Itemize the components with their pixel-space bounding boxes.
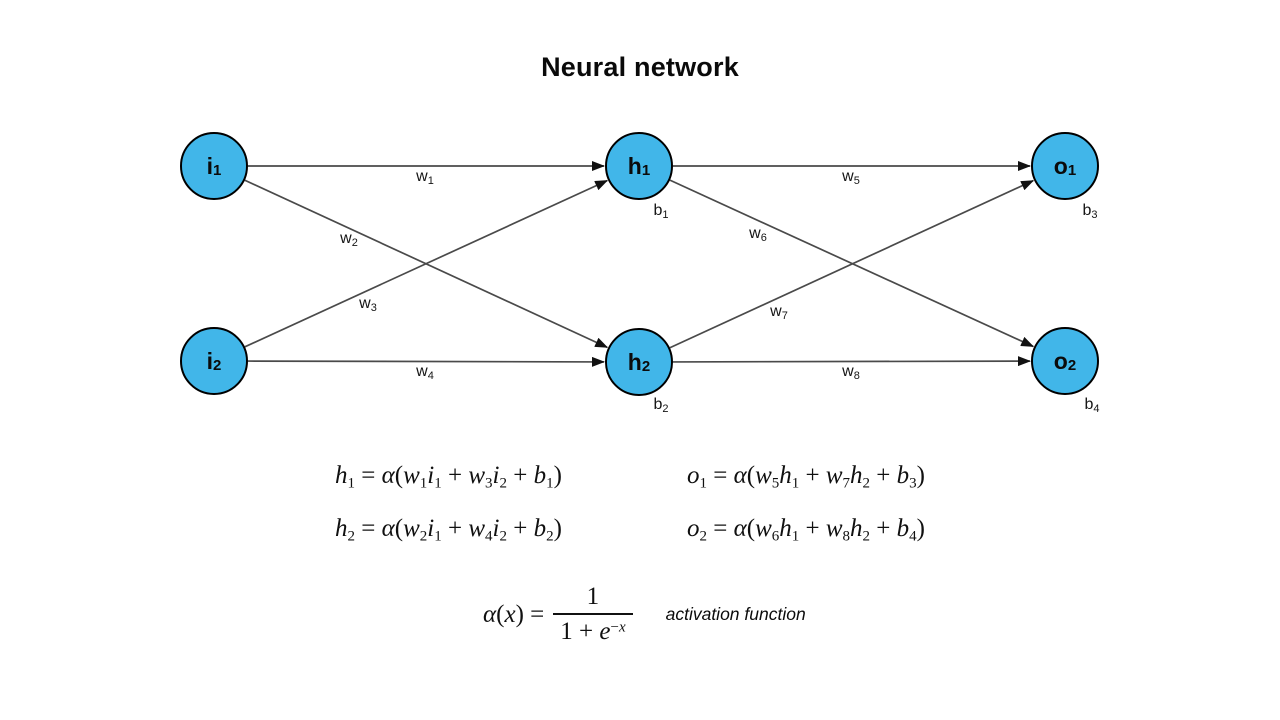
label-main: b (653, 202, 663, 219)
edge-w4 (247, 356, 606, 367)
label-subscript: 5 (853, 175, 860, 187)
label-main: b (1084, 396, 1094, 413)
label-main: w (340, 230, 352, 247)
node-label: h (627, 348, 642, 375)
bias-label-b2: b2 (653, 396, 669, 415)
node-label: i (206, 347, 214, 374)
activation-function-equation: α(x) = 1 1 + e−x activation function (483, 583, 806, 646)
fraction-denominator: 1 + e−x (553, 613, 633, 645)
equation-o2: o2 = α(w6h1 + w8h2 + b4) (687, 515, 925, 545)
fraction-numerator: 1 (586, 583, 600, 610)
weight-label-w7: w7 (770, 303, 788, 322)
label-subscript: 3 (1091, 209, 1098, 221)
node-label: i (206, 152, 214, 179)
activation-caption: activation function (665, 604, 806, 625)
label-subscript: 4 (1093, 403, 1100, 415)
network-diagram (244, 161, 1035, 367)
label-subscript: 1 (662, 209, 669, 221)
weight-label-w2: w2 (340, 230, 358, 249)
node-label: h (627, 152, 642, 179)
label-subscript: 8 (853, 370, 860, 382)
edge-w3 (244, 179, 609, 348)
label-subscript: 2 (351, 237, 358, 249)
node-label-subscript: 2 (213, 356, 222, 374)
bias-label-b3: b3 (1082, 202, 1098, 221)
node-label-subscript: 1 (1067, 161, 1077, 179)
edge-w8 (672, 356, 1032, 367)
label-main: w (749, 225, 761, 242)
edge-layer (244, 161, 1035, 367)
bias-label-b4: b4 (1084, 396, 1100, 415)
label-main: w (842, 363, 854, 380)
node-label-subscript: 2 (1067, 356, 1077, 374)
page-title: Neural network (541, 52, 739, 82)
label-main: w (770, 303, 782, 320)
node-label-subscript: 1 (641, 161, 651, 179)
label-main: w (842, 168, 854, 185)
weight-label-w6: w6 (749, 225, 767, 244)
weight-label-w1: w1 (416, 168, 434, 187)
label-main: b (1082, 202, 1092, 219)
equation-o1: o1 = α(w5h1 + w7h2 + b3) (687, 462, 925, 492)
node-label-subscript: 2 (641, 357, 651, 375)
weight-label-w5: w5 (842, 168, 860, 187)
label-subscript: 4 (427, 370, 434, 382)
equation-h1: h1 = α(w1i1 + w3i2 + b1) (335, 462, 562, 492)
label-main: w (416, 363, 428, 380)
node-label: o (1053, 152, 1068, 179)
weight-label-w3: w3 (359, 295, 377, 314)
edge-w7 (669, 179, 1035, 349)
weight-label-w8: w8 (842, 363, 860, 382)
weight-label-w4: w4 (416, 363, 434, 382)
bias-label-b1: b1 (653, 202, 669, 221)
label-subscript: 7 (781, 310, 788, 322)
equation-h2: h2 = α(w2i1 + w4i2 + b2) (335, 515, 562, 545)
label-main: w (416, 168, 428, 185)
label-main: w (359, 295, 371, 312)
node-label-subscript: 1 (213, 161, 222, 179)
activation-fraction: 1 1 + e−x (553, 583, 633, 646)
label-main: b (653, 396, 663, 413)
activation-lhs: α(x) = (483, 600, 545, 628)
node-label: o (1053, 347, 1068, 374)
label-subscript: 2 (662, 403, 669, 415)
label-subscript: 6 (760, 232, 767, 244)
label-subscript: 3 (370, 302, 377, 314)
label-subscript: 1 (427, 175, 434, 187)
